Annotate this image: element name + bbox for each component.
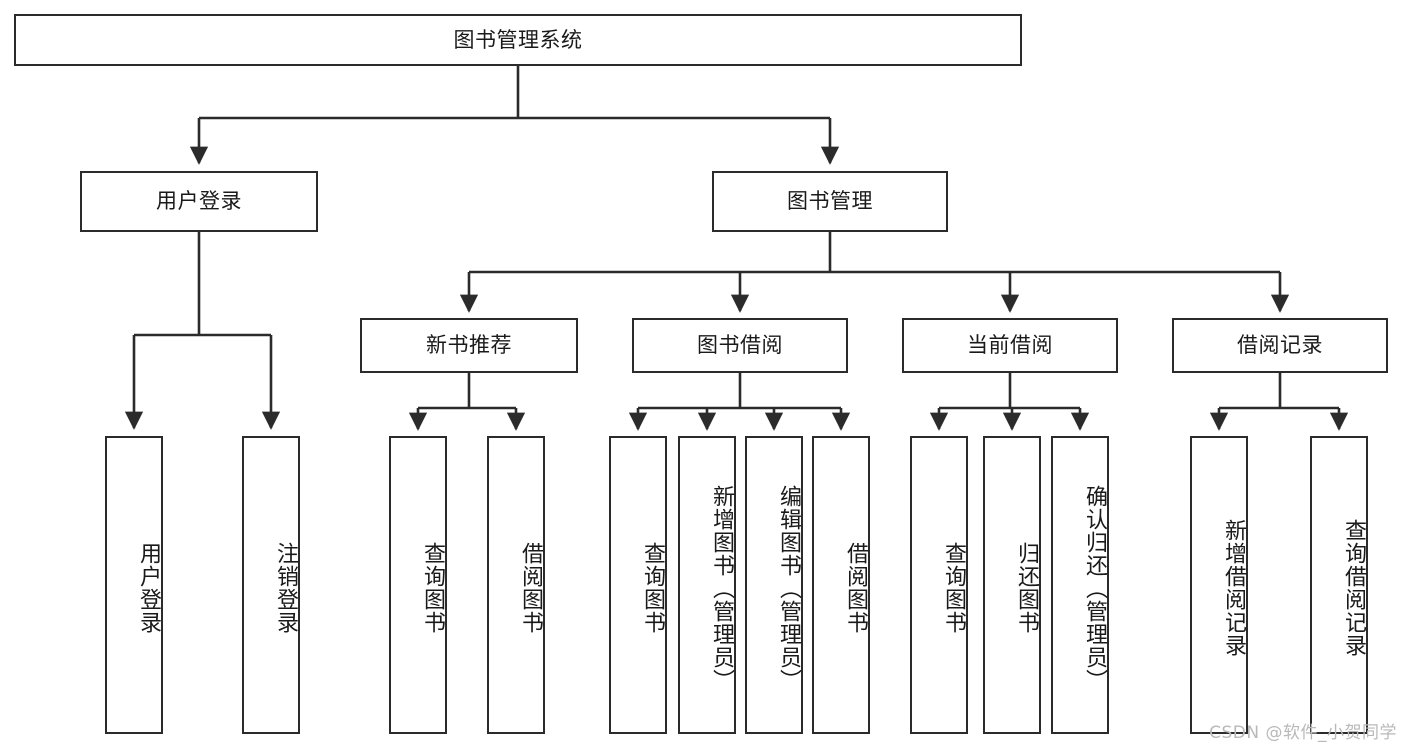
node-leaf-confirm-return-label: 确认归还（管理员） [1082,484,1107,692]
node-root-label: 图书管理系统 [453,27,583,52]
node-root[interactable]: 图书管理系统 [14,14,1022,66]
node-current-borrow[interactable]: 当前借阅 [902,318,1118,373]
node-leaf-borrow-book-1-label: 借阅图书 [518,542,543,634]
node-leaf-user-logout-label: 注销登录 [273,542,298,634]
watermark: CSDN @软件_小贺同学 [1209,723,1397,743]
node-book-manage[interactable]: 图书管理 [712,171,948,232]
node-leaf-user-logout[interactable]: 注销登录 [242,436,300,734]
node-book-borrow[interactable]: 图书借阅 [632,318,848,373]
node-leaf-confirm-return[interactable]: 确认归还（管理员） [1051,436,1109,734]
node-leaf-query-book-1[interactable]: 查询图书 [389,436,447,734]
node-leaf-return-book[interactable]: 归还图书 [983,436,1041,734]
node-leaf-borrow-book-2[interactable]: 借阅图书 [812,436,870,734]
node-leaf-user-login[interactable]: 用户登录 [105,436,163,734]
node-leaf-query-book-2-label: 查询图书 [640,542,665,634]
node-user-login-label: 用户登录 [156,189,242,214]
node-leaf-query-book-3-label: 查询图书 [941,542,966,634]
node-leaf-query-book-2[interactable]: 查询图书 [609,436,667,734]
node-user-login[interactable]: 用户登录 [80,171,318,232]
node-book-manage-label: 图书管理 [787,189,873,214]
node-leaf-edit-book-label: 编辑图书（管理员） [776,484,801,692]
node-leaf-query-book-1-label: 查询图书 [420,542,445,634]
node-leaf-query-book-3[interactable]: 查询图书 [910,436,968,734]
node-current-borrow-label: 当前借阅 [967,333,1053,358]
node-new-book-recommend-label: 新书推荐 [426,333,512,358]
node-leaf-user-login-label: 用户登录 [136,542,161,634]
node-leaf-add-book-label: 新增图书（管理员） [709,484,734,692]
node-leaf-add-book[interactable]: 新增图书（管理员） [678,436,736,734]
node-book-borrow-label: 图书借阅 [697,333,783,358]
node-borrow-record-label: 借阅记录 [1237,333,1323,358]
node-leaf-add-record-label: 新增借阅记录 [1221,519,1246,657]
node-leaf-query-record-label: 查询借阅记录 [1341,519,1366,657]
node-leaf-query-record[interactable]: 查询借阅记录 [1310,436,1368,734]
node-leaf-edit-book[interactable]: 编辑图书（管理员） [745,436,803,734]
node-leaf-add-record[interactable]: 新增借阅记录 [1190,436,1248,734]
node-leaf-return-book-label: 归还图书 [1014,542,1039,634]
node-borrow-record[interactable]: 借阅记录 [1172,318,1388,373]
node-leaf-borrow-book-2-label: 借阅图书 [843,542,868,634]
node-new-book-recommend[interactable]: 新书推荐 [360,318,578,373]
node-leaf-borrow-book-1[interactable]: 借阅图书 [487,436,545,734]
